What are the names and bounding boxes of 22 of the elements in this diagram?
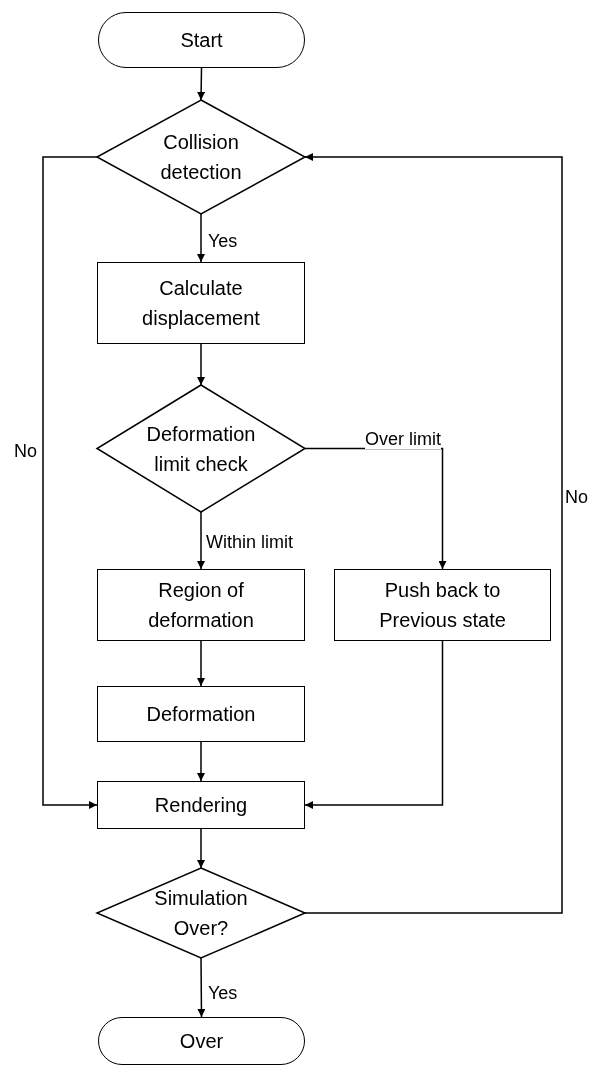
terminal-box: Start	[98, 12, 305, 68]
arrow	[197, 741, 205, 782]
arrow	[197, 213, 205, 263]
process-box: Rendering	[97, 781, 305, 829]
process-box: Deformation	[97, 686, 305, 742]
process-box: Region of deformation	[97, 569, 305, 641]
arrow	[197, 828, 205, 869]
decision-diamond: Collision detection	[97, 100, 305, 214]
edge-label: Over limit	[365, 429, 441, 449]
arrow	[304, 640, 444, 809]
decision-diamond: Simulation Over?	[97, 868, 305, 958]
arrow	[197, 640, 205, 687]
arrow	[197, 343, 205, 386]
arrow	[197, 511, 205, 570]
terminal-box: Over	[98, 1017, 305, 1065]
arrow	[197, 67, 206, 101]
process-box: Calculate displacement	[97, 262, 305, 344]
process-box: Push back to Previous state	[334, 569, 551, 641]
decision-diamond: Deformation limit check	[97, 385, 305, 512]
arrow	[304, 153, 563, 914]
arrow	[197, 957, 206, 1018]
arrow	[42, 156, 98, 809]
